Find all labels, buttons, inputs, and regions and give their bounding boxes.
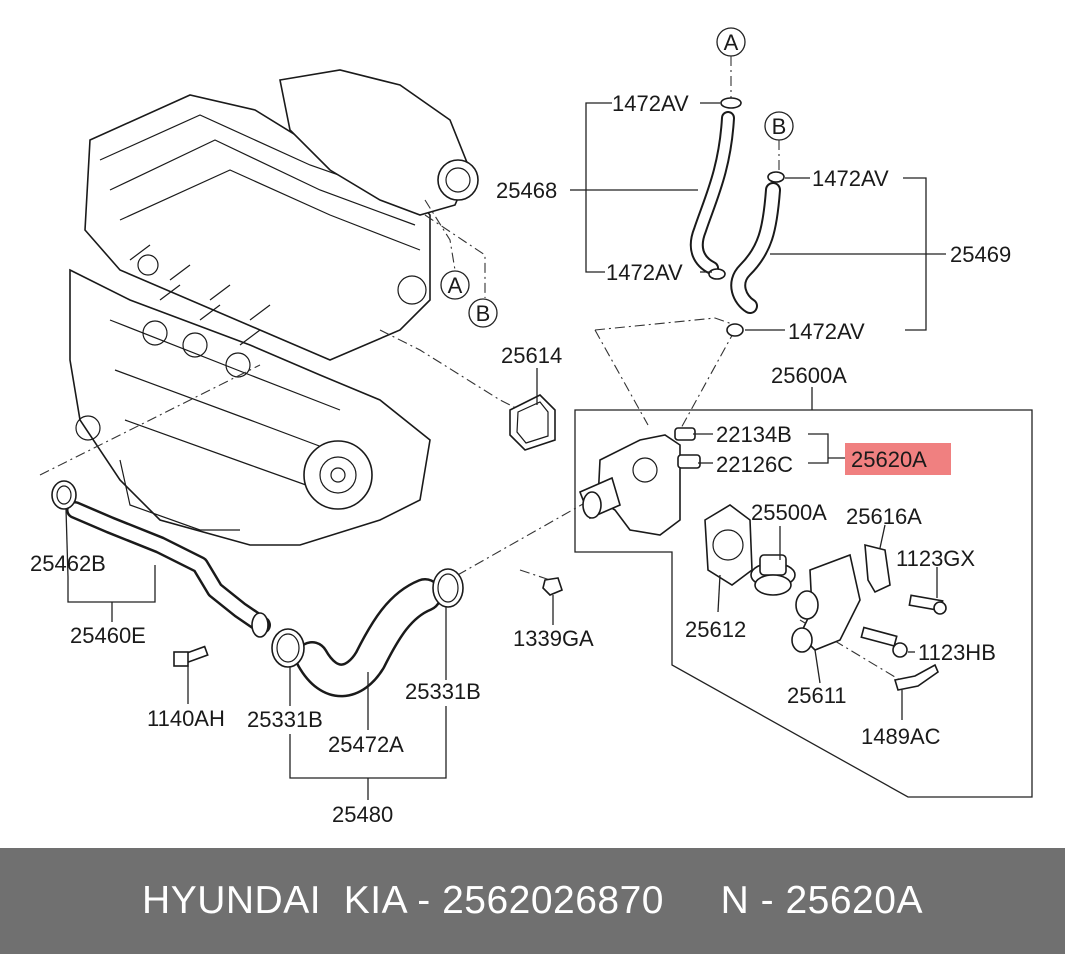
label-25500a: 25500A bbox=[751, 500, 827, 525]
svg-text:A: A bbox=[724, 30, 739, 55]
label-1123hb: 1123HB bbox=[918, 640, 996, 665]
hose-25469 bbox=[726, 171, 785, 337]
callout-a-engine: A bbox=[440, 270, 470, 300]
footer-bar: HYUNDAI KIA - 2562026870 N - 25620A bbox=[0, 848, 1065, 954]
callout-b-top: B bbox=[764, 111, 794, 141]
label-1489ac: 1489AC bbox=[861, 724, 941, 749]
callout-a-top: A bbox=[716, 27, 746, 57]
highlight-box bbox=[845, 443, 951, 475]
parts-diagram: A B A B bbox=[30, 27, 1033, 827]
label-25612: 25612 bbox=[685, 617, 746, 642]
leader-lines bbox=[65, 102, 1033, 800]
label-25331b-right: 25331B bbox=[405, 679, 481, 704]
hose-25472a bbox=[295, 578, 442, 698]
label-22126c: 22126C bbox=[716, 452, 793, 477]
label-25620a: 25620A bbox=[851, 447, 927, 472]
label-25469: 25469 bbox=[950, 242, 1011, 267]
label-25331b-left: 25331B bbox=[247, 707, 323, 732]
svg-text:B: B bbox=[476, 301, 491, 326]
bolt-1123hb bbox=[860, 626, 908, 658]
label-25616a: 25616A bbox=[846, 504, 922, 529]
oring-25462b bbox=[51, 480, 77, 510]
label-22134b: 22134B bbox=[716, 422, 792, 447]
label-1472av-4: 1472AV bbox=[788, 319, 865, 344]
part-labels: 1472AV 25468 1472AV 1472AV 25469 1472AV … bbox=[30, 91, 1011, 827]
clip-1489ac bbox=[893, 663, 939, 691]
label-1140ah: 1140AH bbox=[147, 706, 225, 731]
clamp-25331b-right bbox=[432, 568, 464, 608]
label-25460e: 25460E bbox=[70, 623, 146, 648]
label-25614: 25614 bbox=[501, 343, 562, 368]
bolt-1140ah bbox=[173, 645, 209, 667]
fitting-25611 bbox=[791, 553, 861, 653]
label-1472av-2: 1472AV bbox=[606, 260, 683, 285]
nut-1339ga bbox=[542, 577, 563, 596]
label-25480: 25480 bbox=[332, 802, 393, 827]
label-25462b: 25462B bbox=[30, 551, 106, 576]
label-1339ga: 1339GA bbox=[513, 626, 594, 651]
label-1472av-1: 1472AV bbox=[612, 91, 689, 116]
gasket-25614 bbox=[509, 394, 556, 451]
thermostat-25500a bbox=[750, 554, 796, 596]
engine-block-drawing bbox=[69, 69, 479, 546]
hose-25468 bbox=[689, 97, 742, 280]
label-25611: 25611 bbox=[787, 683, 847, 708]
label-25472a: 25472A bbox=[328, 732, 404, 757]
footer-part-number: HYUNDAI KIA - 2562026870 N - 25620A bbox=[142, 879, 923, 922]
bolt-1123gx bbox=[908, 594, 947, 615]
label-25468: 25468 bbox=[496, 178, 557, 203]
bracket-25616a bbox=[864, 543, 891, 594]
gasket-25612 bbox=[704, 504, 753, 586]
svg-text:A: A bbox=[448, 273, 463, 298]
label-25600a: 25600A bbox=[771, 363, 847, 388]
housing-25620a bbox=[578, 427, 701, 536]
clamp-25331b-left bbox=[271, 628, 305, 668]
center-lines bbox=[39, 56, 901, 681]
svg-text:B: B bbox=[772, 114, 787, 139]
pipe-25460e bbox=[66, 501, 271, 638]
label-1123gx: 1123GX bbox=[896, 546, 975, 571]
callout-b-engine: B bbox=[468, 298, 498, 328]
label-1472av-3: 1472AV bbox=[812, 166, 889, 191]
